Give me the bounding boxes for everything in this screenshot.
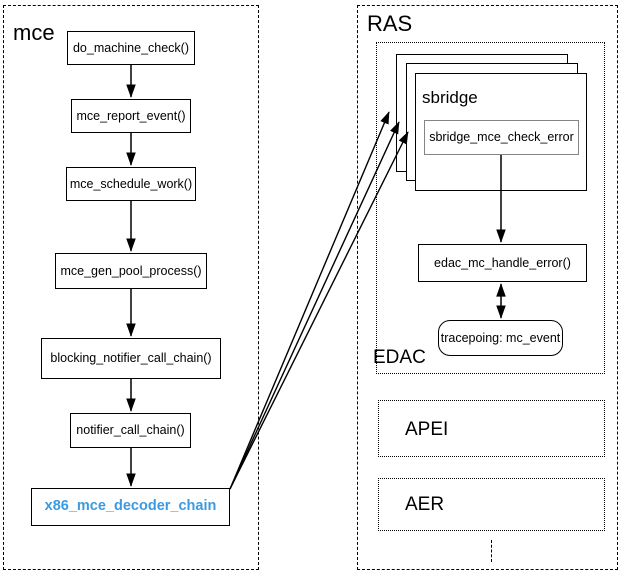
- node-x86-mce-decoder-chain[interactable]: x86_mce_decoder_chain: [31, 488, 230, 526]
- panel-mce-title: mce: [13, 20, 55, 45]
- node-edac-mc-handle-error[interactable]: edac_mc_handle_error(): [418, 244, 587, 282]
- panel-aer-title: AER: [405, 494, 445, 515]
- node-tracepoint-mc-event[interactable]: tracepoing: mc_event: [438, 320, 563, 356]
- panel-aer: [378, 478, 605, 531]
- node-notifier-call-chain[interactable]: notifier_call_chain(): [70, 413, 191, 448]
- node-do-machine-check[interactable]: do_machine_check(): [67, 31, 195, 65]
- panel-edac-title: EDAC: [373, 347, 426, 368]
- vertical-ellipsis-mark: [491, 540, 492, 562]
- panel-apei-title: APEI: [405, 419, 449, 440]
- node-mce-schedule-work[interactable]: mce_schedule_work(): [66, 167, 196, 201]
- node-sbridge-mce-check-error[interactable]: sbridge_mce_check_error: [424, 120, 579, 155]
- node-blocking-notifier-call-chain[interactable]: blocking_notifier_call_chain(): [41, 338, 221, 379]
- node-mce-report-event[interactable]: mce_report_event(): [71, 99, 191, 133]
- node-mce-gen-pool-process[interactable]: mce_gen_pool_process(): [55, 253, 207, 289]
- panel-ras-title: RAS: [367, 11, 413, 36]
- node-sbridge-label: sbridge: [422, 88, 478, 107]
